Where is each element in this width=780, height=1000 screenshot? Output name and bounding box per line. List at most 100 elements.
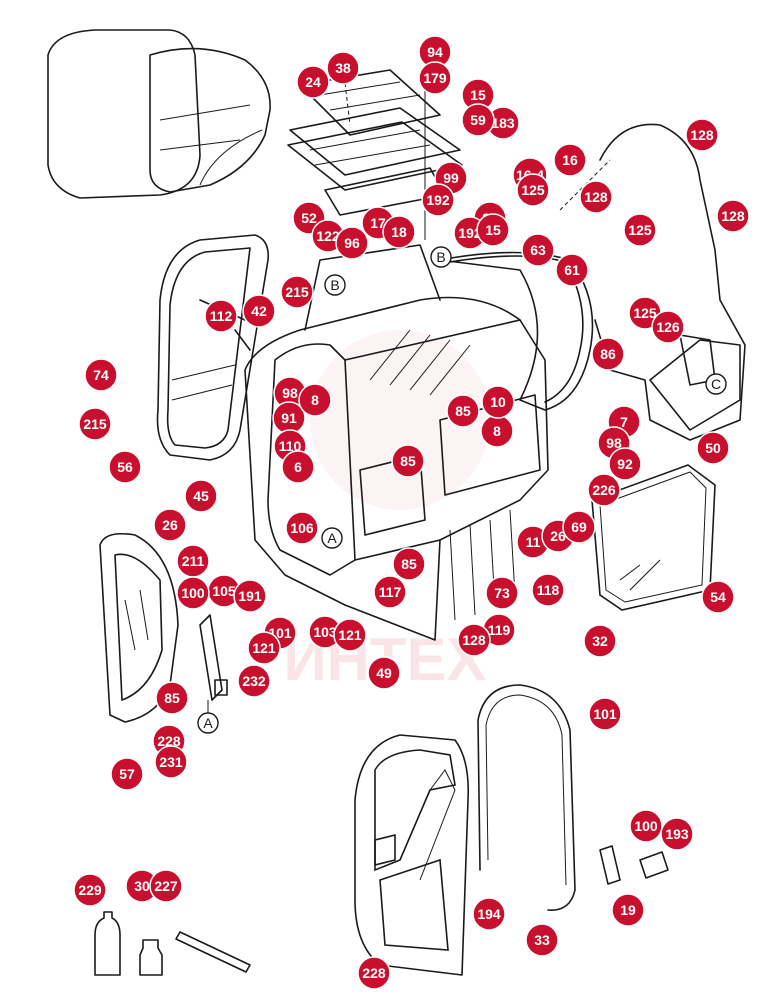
callout-label: 56 [117, 459, 133, 475]
callout-label: 8 [311, 392, 319, 408]
callout-label: 191 [238, 588, 262, 604]
callout-label: 26 [162, 517, 178, 533]
callout-badge: 74 [84, 358, 118, 392]
side-window-panel [99, 532, 179, 723]
callout-badge: 56 [108, 450, 142, 484]
callout-badge: 117 [373, 575, 407, 609]
callout-badge: 33 [525, 923, 559, 957]
callout-label: 85 [455, 403, 471, 419]
cab-frame [244, 244, 549, 641]
callout-badge: 6 [281, 450, 315, 484]
marker-A-1: A [321, 527, 343, 549]
callout-badge: 215 [78, 407, 112, 441]
callout-badge: 128 [685, 118, 719, 152]
marker-C: C [705, 373, 727, 395]
callout-label: 96 [344, 235, 360, 251]
callout-label: 85 [401, 556, 417, 572]
callout-label: 16 [562, 152, 578, 168]
callout-badge: 128 [457, 623, 491, 657]
callout-label: 6 [294, 459, 302, 475]
callout-label: 226 [592, 482, 616, 498]
callout-badge: 100 [629, 809, 663, 843]
callout-label: 57 [119, 766, 135, 782]
callout-label: 183 [491, 115, 515, 131]
callout-label: 94 [427, 44, 443, 60]
callout-label: 85 [164, 690, 180, 706]
callout-badge: 91 [272, 401, 306, 435]
callout-label: 227 [154, 878, 178, 894]
callout-badge: 11 [516, 525, 550, 559]
callout-badge: 101 [588, 697, 622, 731]
callout-label: 33 [534, 932, 550, 948]
callout-label: 101 [593, 706, 617, 722]
callout-badge: 57 [110, 757, 144, 791]
callout-label: 215 [83, 416, 107, 432]
callout-label: 228 [157, 733, 181, 749]
callout-label: 119 [488, 622, 511, 638]
callout-badge: 96 [335, 226, 369, 260]
callout-label: 63 [530, 242, 546, 258]
callout-badge: 179 [418, 61, 452, 95]
callout-label: 42 [251, 303, 267, 319]
callout-label: 100 [181, 585, 205, 601]
callout-badge: 226 [587, 473, 621, 507]
callout-badge: 49 [367, 656, 401, 690]
callout-badge: 85 [155, 681, 189, 715]
callout-badge: 128 [579, 180, 613, 214]
callout-badge: 86 [591, 337, 625, 371]
callout-label: 128 [584, 189, 608, 205]
callout-label: 117 [379, 584, 402, 600]
svg-text:B: B [436, 249, 445, 265]
callout-badge: 106 [285, 511, 319, 545]
svg-text:A: A [327, 530, 337, 546]
callout-badge: 42 [242, 294, 276, 328]
callout-label: 103 [313, 624, 337, 640]
callout-label: 192 [458, 225, 482, 241]
marker-A-2: A [197, 712, 219, 734]
callout-label: 231 [159, 754, 183, 770]
callout-label: 112 [210, 308, 233, 324]
callout-badge: 85 [446, 394, 480, 428]
operator-seat [47, 29, 271, 199]
callout-label: 73 [494, 585, 510, 601]
callout-badge: 227 [149, 869, 183, 903]
callout-badge: 69 [562, 510, 596, 544]
callout-label: 11 [526, 534, 541, 550]
callout-label: 85 [400, 453, 416, 469]
callout-label: 26 [550, 528, 566, 544]
callout-label: 192 [426, 192, 450, 208]
callout-badge: 15 [476, 213, 510, 247]
callout-badge: 231 [154, 745, 188, 779]
callout-badge: 8 [480, 414, 514, 448]
callout-badge: 215 [280, 275, 314, 309]
callout-badge: 73 [485, 576, 519, 610]
callout-label: 125 [633, 305, 657, 321]
leader-line [344, 82, 351, 126]
door-seal [477, 684, 576, 911]
callout-label: 121 [252, 640, 276, 656]
callout-label: 92 [617, 456, 633, 472]
callout-badge: 26 [153, 508, 187, 542]
callout-label: 125 [628, 222, 652, 238]
callout-label: 86 [600, 346, 616, 362]
callout-label: 49 [376, 665, 392, 681]
callout-label: 128 [690, 127, 714, 143]
callout-label: 110 [279, 438, 302, 454]
callout-badge: 92 [608, 447, 642, 481]
callout-label: 69 [571, 519, 587, 535]
bottles-and-strip [94, 911, 251, 976]
callout-badge: 228 [357, 956, 391, 990]
callout-badge: 191 [233, 579, 267, 613]
callout-badge: 183 [486, 106, 520, 140]
callout-badge: 45 [184, 479, 218, 513]
callout-label: 15 [485, 222, 501, 238]
callout-label: 8 [493, 423, 501, 439]
callout-label: 232 [242, 673, 266, 689]
callout-label: 98 [606, 435, 622, 451]
callout-badge: 211 [176, 544, 210, 578]
callout-badge: 128 [716, 199, 750, 233]
callout-badge: 61 [555, 253, 589, 287]
callout-label: 18 [391, 224, 407, 240]
callout-badge: 126 [651, 310, 685, 344]
